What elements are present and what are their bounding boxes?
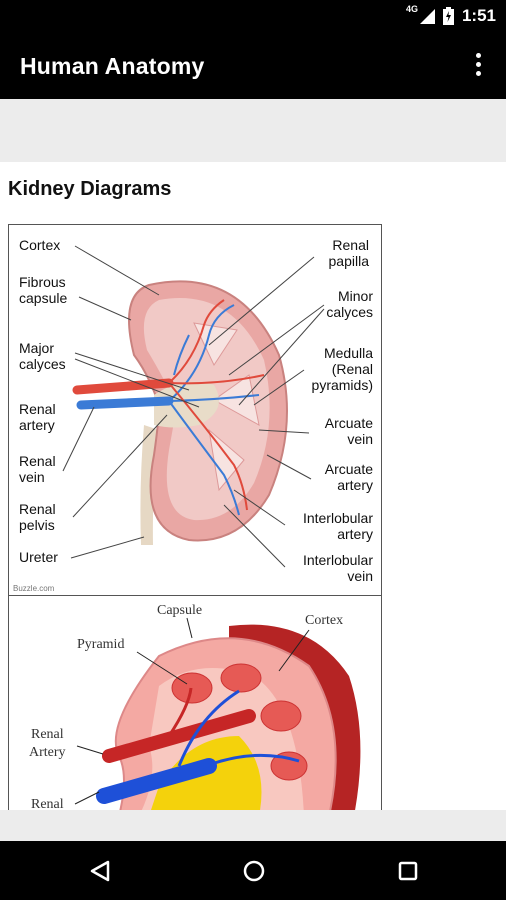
diagram-credit: Buzzle.com [13,584,55,593]
svg-text:artery: artery [337,526,373,542]
svg-text:pyramids): pyramids) [312,377,373,393]
svg-text:(Renal: (Renal [332,361,373,377]
label-minor-2: calyces [326,304,373,320]
svg-text:Interlobular: Interlobular [303,552,373,568]
more-vert-icon[interactable] [472,53,484,79]
label-arcuate-vein-1: Arcuate [325,415,373,431]
kidney-diagram-2: Capsule Cortex Pyramid Renal Artery Rena… [9,596,381,810]
label-interlob-artery-2: artery [337,526,373,542]
svg-text:Fibrous: Fibrous [19,274,66,290]
label-interlob-artery-1: Interlobular [303,510,373,526]
battery-icon [442,7,454,25]
label-medulla-2: (Renal [332,361,373,377]
status-indicators: 4G 1:51 [405,4,496,26]
clock: 1:51 [461,6,496,25]
label-renal-artery-2-2: Artery [29,745,66,760]
network-type: 4G [405,4,418,14]
svg-text:artery: artery [337,477,373,493]
label-renal-pelvis-2: pelvis [19,517,55,533]
svg-text:Major: Major [19,340,54,356]
svg-text:Artery: Artery [29,745,66,760]
label-medulla-3: pyramids) [312,377,373,393]
label-arcuate-artery-1: Arcuate [325,461,373,477]
label-renal-pelvis-1: Renal [19,501,56,517]
label-renal-artery-2: artery [19,417,55,433]
signal-icon [419,8,435,24]
label-major-1: Major [19,340,54,356]
label-arcuate-artery-2: artery [337,477,373,493]
status-bar: 4G 1:51 [0,0,506,33]
label-papilla-2: papilla [329,253,370,269]
svg-text:Arcuate: Arcuate [325,461,373,477]
svg-text:pelvis: pelvis [19,517,55,533]
content-card: Kidney Diagrams [0,162,506,810]
section-title: Kidney Diagrams [8,178,172,200]
label-renal-artery-1: Renal [19,401,56,417]
label-cortex-2: Cortex [305,613,343,628]
svg-text:papilla: papilla [329,253,370,269]
svg-text:Medulla: Medulla [324,345,373,361]
label-renal-vein-1: Renal [19,453,56,469]
svg-text:capsule: capsule [19,290,67,306]
label-interlob-vein-1: Interlobular [303,552,373,568]
app-bar: Human Anatomy [0,33,506,99]
app-title: Human Anatomy [20,53,205,79]
back-icon[interactable] [82,853,118,889]
label-interlob-vein-2: vein [347,568,373,584]
kidney-diagram-1: Cortex Fibrous capsule Major calyces Ren… [9,225,381,595]
label-fibrous-2: capsule [19,290,67,306]
svg-text:calyces: calyces [19,356,66,372]
svg-text:vein: vein [19,469,45,485]
label-arcuate-vein-2: vein [347,431,373,447]
svg-text:vein: vein [347,568,373,584]
label-fibrous-1: Fibrous [19,274,66,290]
svg-text:Renal: Renal [19,401,56,417]
svg-text:Renal: Renal [19,501,56,517]
svg-text:Renal: Renal [332,237,369,253]
recents-icon[interactable] [390,853,426,889]
label-medulla-1: Medulla [324,345,373,361]
label-cortex: Cortex [19,237,60,253]
svg-text:artery: artery [19,417,55,433]
home-icon[interactable] [236,853,272,889]
navigation-bar [0,841,506,900]
svg-text:Renal: Renal [31,727,64,742]
label-ureter: Ureter [19,549,58,565]
kidney-diagrams[interactable]: Cortex Fibrous capsule Major calyces Ren… [8,224,382,810]
label-pyramid: Pyramid [77,637,124,652]
svg-text:vein: vein [347,431,373,447]
label-renal-vein-2: vein [19,469,45,485]
svg-text:calyces: calyces [326,304,373,320]
label-minor-1: Minor [338,288,373,304]
svg-text:Minor: Minor [338,288,373,304]
label-renal-artery-2-1: Renal [31,727,64,742]
label-capsule: Capsule [157,603,202,618]
svg-text:Interlobular: Interlobular [303,510,373,526]
label-renal-vein-2: Renal [31,797,64,810]
label-papilla-1: Renal [332,237,369,253]
svg-text:Renal: Renal [19,453,56,469]
label-major-2: calyces [19,356,66,372]
svg-text:Arcuate: Arcuate [325,415,373,431]
